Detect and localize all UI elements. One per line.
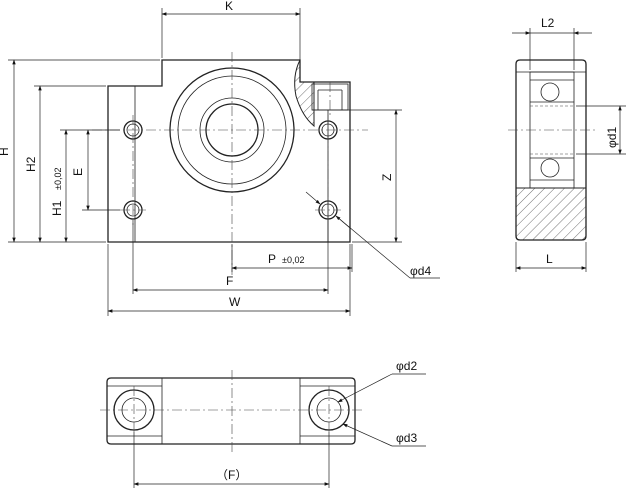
dim-label-H1: H1 (50, 200, 64, 216)
dim-label-phi-d4: φd4 (410, 264, 431, 278)
front-view: K H H2 H1 ±0,02 E Z P ±0,02 F (0, 0, 440, 316)
side-ball-bottom (540, 158, 560, 178)
dim-label-F-reference: （F） (216, 468, 247, 482)
dim-label-W: W (229, 295, 241, 309)
dim-label-K: K (225, 0, 233, 13)
dim-label-L2: L2 (541, 16, 555, 30)
dim-tolerance-P: ±0,02 (282, 255, 304, 265)
dim-label-F: F (226, 274, 233, 288)
dim-label-E: E (71, 168, 85, 176)
side-ball-top (540, 82, 560, 102)
dim-label-P: P (268, 252, 276, 266)
dim-label-phi-d2: φd2 (396, 359, 417, 373)
side-view: L2 φd1 L (508, 16, 626, 272)
dim-label-L: L (546, 252, 553, 266)
dim-label-H: H (0, 147, 11, 156)
bottom-view: φd2 φd3 （F） (100, 359, 426, 488)
bottom-body-outline (106, 377, 356, 445)
front-cutaway-hatch (294, 59, 315, 128)
dim-label-H2: H2 (24, 156, 38, 172)
dim-label-phi-d1: φd1 (605, 127, 619, 148)
dim-tolerance-H1: ±0,02 (53, 168, 63, 190)
side-section-hatch (515, 187, 587, 241)
dim-label-Z: Z (380, 174, 394, 181)
dim-label-phi-d3: φd3 (396, 431, 417, 445)
